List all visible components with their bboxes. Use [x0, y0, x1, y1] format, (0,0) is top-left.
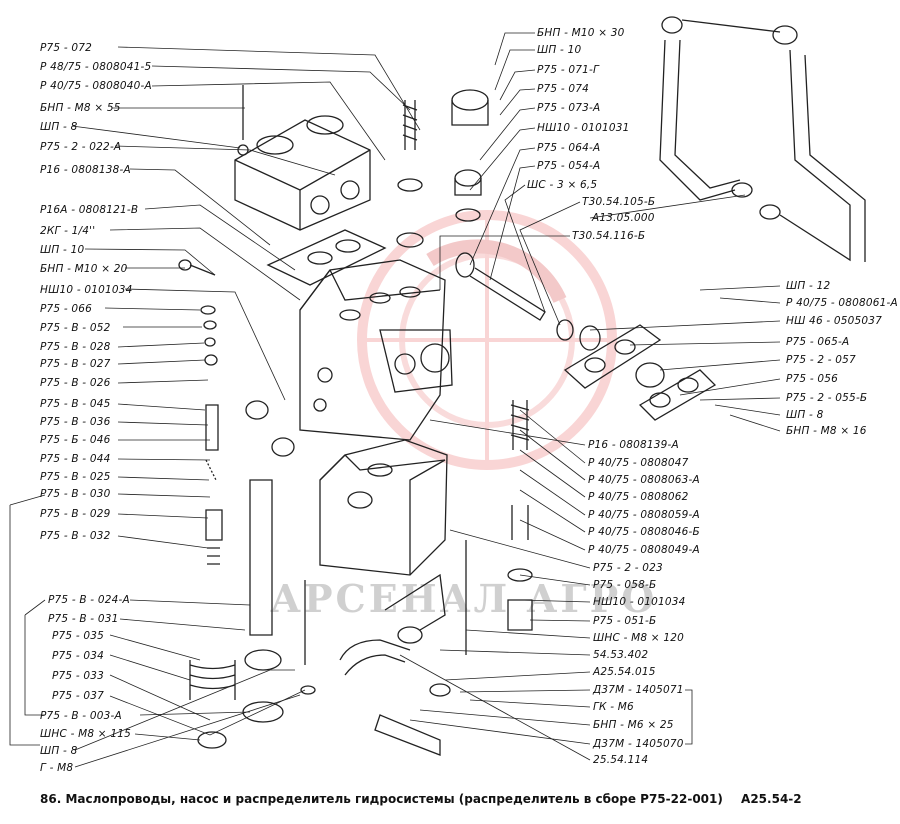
right-label: НШ 46 - 0505037	[786, 315, 883, 327]
right-label: Р75 - 056	[786, 373, 838, 385]
figure-caption: 86. Маслопроводы, насос и распределитель…	[40, 792, 802, 806]
spool-parts-left	[178, 85, 316, 749]
lower-valve-body	[319, 439, 448, 576]
right-label: А13.05.000	[592, 212, 655, 224]
left-label: Р75 - В - 052	[40, 322, 111, 334]
right-label: А25.54.015	[593, 666, 656, 678]
right-label: Р75 - 054-А	[537, 160, 601, 172]
right-label: ШНС - М8 × 120	[593, 632, 684, 644]
right-label: Д37М - 1405071	[593, 684, 684, 696]
right-label: ГК - М6	[593, 701, 634, 713]
right-label: Р 40/75 - 0808062	[588, 491, 689, 503]
left-label: Р75 - 034	[52, 650, 104, 662]
left-label: БНП - М10 × 20	[40, 263, 128, 275]
right-label: Р75 - 074	[537, 83, 589, 95]
right-label: Р75 - 051-Б	[593, 615, 657, 627]
right-label: Р 40/75 - 0808061-А	[786, 297, 898, 309]
left-label: Р75 - 037	[52, 690, 104, 702]
left-label: БНП - М8 × 55	[40, 102, 121, 114]
right-label: Р 40/75 - 0808047	[588, 457, 689, 469]
right-label: НШ10 - 0101031	[537, 122, 630, 134]
right-label: НШ10 - 0101034	[593, 596, 686, 608]
oil-pipes-upper-right	[659, 16, 866, 262]
left-label: Р75 - 066	[40, 303, 92, 315]
right-leader-lines	[399, 32, 781, 761]
left-label: Р75 - В - 025	[40, 471, 111, 483]
left-label: Р75 - 035	[52, 630, 104, 642]
watermark-text: АРСЕНАЛ АГРО	[270, 576, 657, 621]
left-label: ШП - 10	[40, 244, 85, 256]
right-label: Р 40/75 - 0808046-Б	[588, 526, 700, 538]
right-label: Р75 - 064-А	[537, 142, 601, 154]
left-label: Р16 - 0808138-А	[40, 164, 131, 176]
right-label: Р75 - 2 - 055-Б	[786, 392, 868, 404]
right-label: Д37М - 1405070	[593, 738, 684, 750]
left-label: Р75 - 033	[52, 670, 104, 682]
left-label: Р75 - В - 045	[40, 398, 111, 410]
caption-code: А25.54-2	[741, 792, 802, 806]
right-label: Р75 - 2 - 057	[786, 354, 856, 366]
left-label: Р75 - В - 032	[40, 530, 111, 542]
right-label: ШП - 10	[537, 44, 582, 56]
upper-gasket	[266, 229, 387, 286]
right-label: Р 40/75 - 0808063-А	[588, 474, 700, 486]
left-label: Р 40/75 - 0808040-А	[40, 80, 152, 92]
right-label: БНП - М6 × 25	[593, 719, 674, 731]
left-label: Р75 - В - 026	[40, 377, 111, 389]
watermark-logo	[357, 210, 617, 470]
right-label: Р16 - 0808139-А	[588, 439, 679, 451]
left-label: Р75 - В - 028	[40, 341, 111, 353]
right-label: ШП - 8	[786, 409, 824, 421]
left-label: Р75 - В - 027	[40, 358, 111, 370]
upper-valve-body	[299, 259, 453, 441]
left-label: Р75 - В - 029	[40, 508, 111, 520]
left-label: Р75 - 2 - 022-А	[40, 141, 122, 153]
left-label: Р75 - В - 024-А	[48, 594, 130, 606]
right-label: Т30.54.116-Б	[572, 230, 646, 242]
right-label: Р75 - 073-А	[537, 102, 601, 114]
right-label: Р75 - 058-Б	[593, 579, 657, 591]
right-label: 54.53.402	[593, 649, 649, 661]
left-label: Р75 - В - 044	[40, 453, 111, 465]
left-label: Г - М8	[40, 762, 74, 774]
right-label: ШС - 3 × 6,5	[527, 179, 598, 191]
left-leader-lines	[9, 46, 421, 768]
left-label: Р75 - В - 030	[40, 488, 111, 500]
top-cover-block	[234, 115, 371, 231]
left-label: ШП - 8	[40, 121, 78, 133]
left-label: Р75 - В - 031	[48, 613, 119, 625]
left-label: Р16А - 0808121-В	[40, 204, 139, 216]
caption-number: 86.	[40, 792, 62, 806]
left-label: Р75 - В - 036	[40, 416, 111, 428]
left-label: ШП - 8	[40, 745, 78, 757]
left-label: Р 48/75 - 0808041-5	[40, 61, 152, 73]
right-label: Р 40/75 - 0808059-А	[588, 509, 700, 521]
left-label: ШНС - М8 × 115	[40, 728, 131, 740]
right-label: Р 40/75 - 0808049-А	[588, 544, 700, 556]
right-label: БНП - М8 × 16	[786, 425, 867, 437]
right-label: Р75 - 2 - 023	[593, 562, 663, 574]
caption-text: Маслопроводы, насос и распределитель гид…	[65, 792, 723, 806]
pump-fittings	[451, 89, 601, 351]
right-label: Т30.54.105-Б	[582, 196, 656, 208]
oil-pipe-lower	[339, 540, 467, 756]
left-label: Р75 - В - 003-А	[40, 710, 122, 722]
right-label: ШП - 12	[786, 280, 831, 292]
left-label: НШ10 - 0101034	[40, 284, 133, 296]
left-label: Р75 - 072	[40, 42, 92, 54]
right-flange-plates	[563, 324, 717, 421]
left-label: 2КГ - 1/4''	[40, 225, 96, 237]
right-label: БНП - М10 × 30	[537, 27, 625, 39]
right-label: 25.54.114	[593, 754, 649, 766]
left-label: Р75 - Б - 046	[40, 434, 111, 446]
right-label: Р75 - 065-А	[786, 336, 850, 348]
spring-parts-right	[396, 100, 533, 631]
right-label: Р75 - 071-Г	[537, 64, 600, 76]
